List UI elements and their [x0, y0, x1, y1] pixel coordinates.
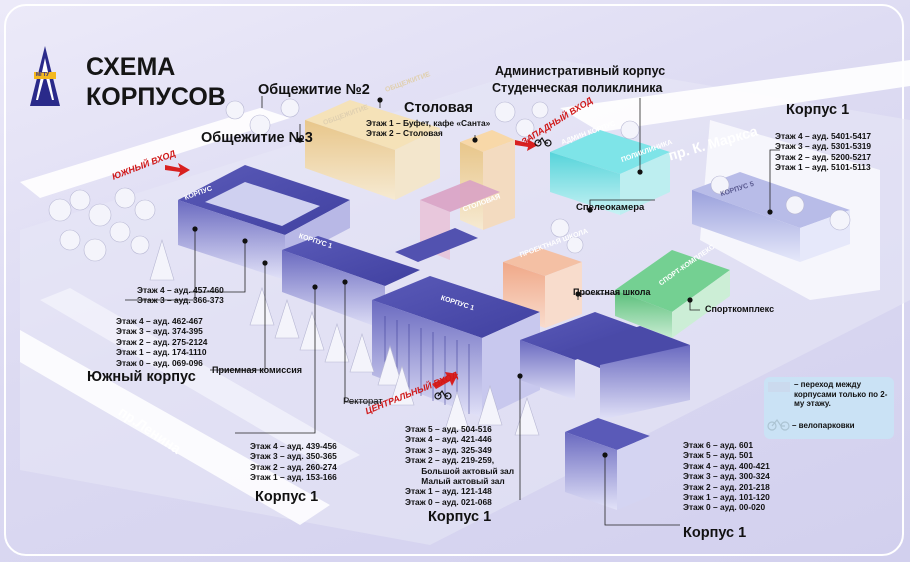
map-title-line2: КОРПУСОВ [86, 83, 226, 111]
trees [48, 98, 851, 436]
label-project-school: Проектная школа [573, 287, 651, 297]
legend-passage-text: – переход между корпусами только по 2-му… [794, 380, 888, 409]
label-admission: Приемная комиссия [212, 365, 302, 375]
leader-lines [125, 96, 780, 526]
label-korpus1-top-floors: Этаж 4 – ауд. 5401-5417 Этаж 3 – ауд. 53… [775, 131, 872, 173]
legend [764, 377, 894, 439]
label-left-k1: Корпус 1 [255, 489, 319, 505]
legend-bike-text: – велопарковки [792, 421, 855, 430]
mgtu-logo-icon [30, 46, 60, 106]
map-title-line1: СХЕМА [86, 53, 176, 81]
label-dorm2: Общежитие №2 [258, 82, 370, 98]
logo-text: МГТУ [36, 72, 50, 78]
label-admin: Административный корпус [495, 64, 666, 78]
label-south-korpus: Южный корпус [87, 369, 196, 385]
label-sportcomplex: Спорткомплекс [705, 304, 775, 314]
label-rectorate: Ректорат [343, 396, 383, 407]
label-korpus1-top: Корпус 1 [786, 102, 850, 118]
label-canteen: Столовая [404, 100, 474, 116]
label-south-b: Этаж 4 – ауд. 462-467 Этаж 3 – ауд. 374-… [116, 316, 208, 368]
label-right-k1: Корпус 1 [683, 525, 747, 541]
label-center-k1-floors: Этаж 5 – ауд. 504-516 Этаж 4 – ауд. 421-… [405, 424, 515, 507]
leader-dots [192, 97, 773, 458]
label-speleo: Спелеокамера [576, 202, 645, 213]
building-dorm2[interactable] [305, 100, 440, 200]
building-canteen[interactable] [460, 130, 515, 230]
label-clinic: Студенческая поликлиника [492, 81, 663, 95]
label-right-k1-floors: Этаж 6 – ауд. 601 Этаж 5 – ауд. 501 Этаж… [683, 440, 770, 513]
label-canteen-floors: Этаж 1 – Буфет, кафе «Санта» Этаж 2 – Ст… [366, 118, 491, 139]
label-south-a: Этаж 4 – ауд. 457-460 Этаж 3 – ауд. 366-… [137, 285, 224, 306]
building-sportcomplex[interactable] [615, 250, 730, 338]
label-dorm3: Общежитие №3 [201, 130, 313, 146]
label-center-k1: Корпус 1 [428, 509, 492, 525]
building-main-complex[interactable] [178, 165, 690, 510]
entrance-arrows [165, 139, 538, 389]
label-left-k1-floors: Этаж 4 – ауд. 439-456 Этаж 3 – ауд. 350-… [250, 441, 337, 483]
